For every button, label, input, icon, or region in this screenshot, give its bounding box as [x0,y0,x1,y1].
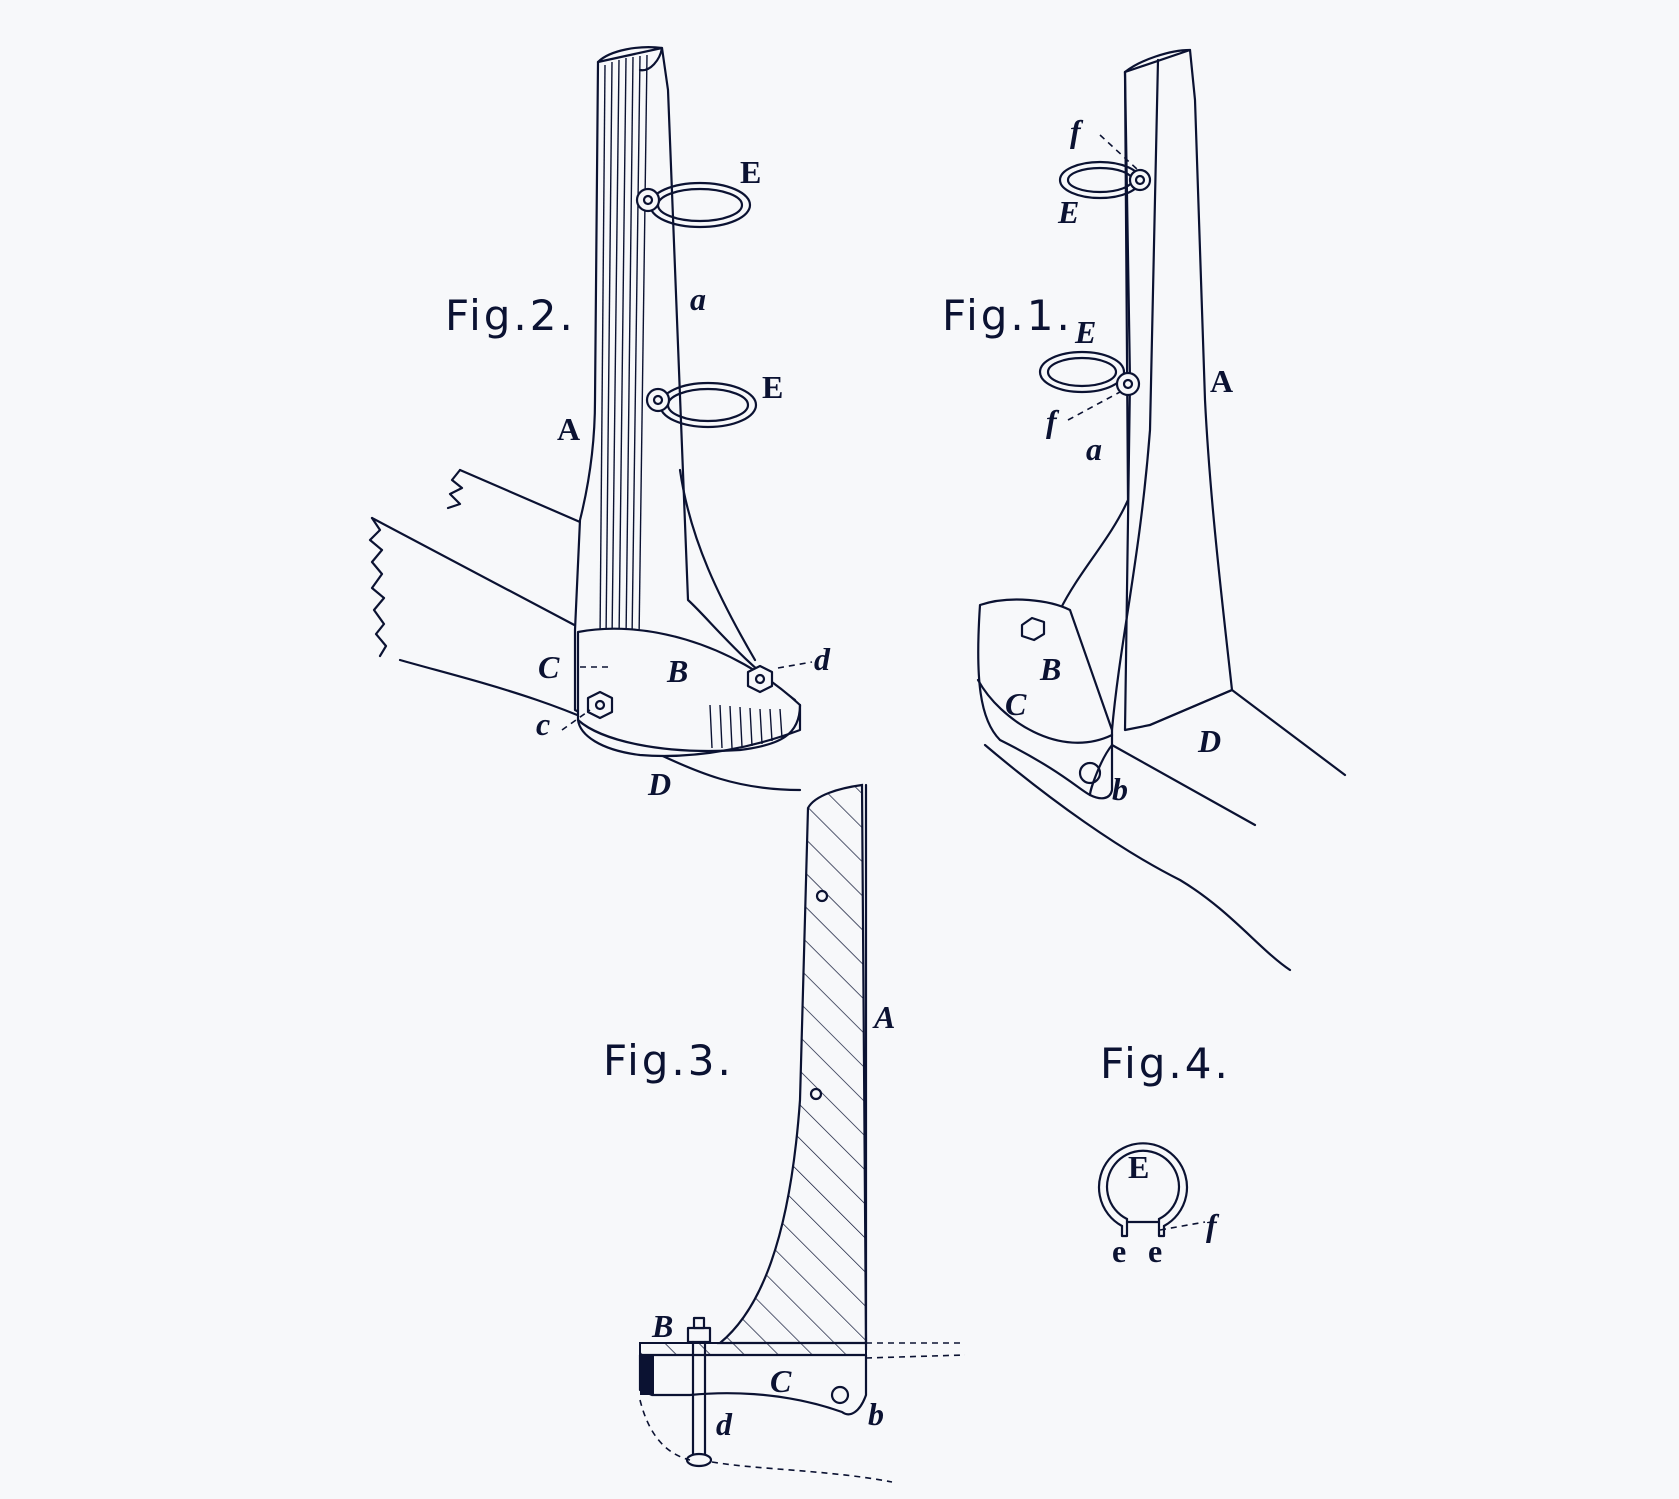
figure-2: Fig.2. A a E E C B d c D [368,46,831,802]
fig3-label-B: B [651,1308,673,1344]
fig2-label-A: A [557,411,580,447]
fig4-label-f: f [1206,1207,1220,1243]
fig1-label-E-mid: E [1074,314,1096,350]
figure-4: Fig.4. E f e e [1097,1039,1231,1269]
fig3-label-A: A [872,999,895,1035]
fig3-label-b: b [868,1396,884,1432]
fig4-ring [1097,1142,1189,1238]
fig2-label-c: c [536,706,550,742]
fig4-title: Fig.4. [1100,1039,1231,1088]
fig2-ring-top [635,181,752,229]
fig1-label-f-mid: f [1046,403,1060,439]
fig2-label-C: C [538,649,560,685]
fig2-label-d: d [814,641,831,677]
fig1-ring-top [1058,160,1152,200]
fig3-foot-section [638,1342,966,1416]
fig1-ring-mid [1038,350,1141,397]
fig1-label-C: C [1005,686,1027,722]
fig4-label-e1: e [1112,1233,1126,1269]
fig3-label-d: d [716,1406,733,1442]
fig1-beam [983,688,1347,972]
fig2-label-E-top: E [740,154,761,190]
fig1-label-B: B [1039,651,1061,687]
fig2-ring-mid [645,381,758,429]
fig2-label-D: D [647,766,671,802]
fig3-post-section [716,783,868,1352]
fig1-foot [976,598,1114,800]
fig3-label-C: C [770,1363,792,1399]
fig1-label-D: D [1197,723,1221,759]
figure-3: Fig.3. A B C d b [603,783,966,1483]
fig1-label-b: b [1112,771,1128,807]
figure-1: Fig.1. A a f E E f B C D b [942,48,1347,972]
fig3-bolt [685,1316,713,1468]
fig1-post [1058,48,1234,732]
fig1-label-A: A [1210,363,1233,399]
fig2-label-B: B [666,653,688,689]
fig2-title: Fig.2. [445,291,576,340]
fig1-label-E-top: E [1057,194,1079,230]
fig3-title: Fig.3. [603,1036,734,1085]
fig4-label-E: E [1128,1149,1149,1185]
fig1-title: Fig.1. [942,291,1073,340]
fig2-foot [576,627,802,758]
fig1-label-f-top: f [1070,113,1084,149]
fig1-label-a: a [1086,431,1102,467]
fig4-label-e2: e [1148,1233,1162,1269]
fig2-label-a: a [690,281,706,317]
fig2-label-E-mid: E [762,369,783,405]
